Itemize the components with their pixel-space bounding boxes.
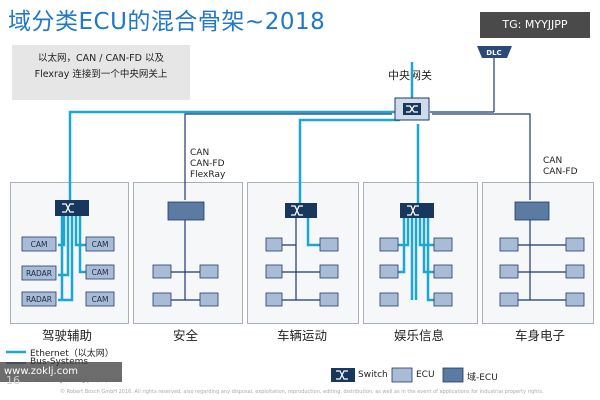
site-watermark: www.zoklj.com xyxy=(0,362,122,382)
bus-links xyxy=(165,113,570,301)
telegram-watermark: TG: MYYJJPP xyxy=(480,12,590,38)
dlc-label: DLC xyxy=(486,49,501,57)
ecu-label: CAM xyxy=(92,268,109,277)
legend-ethernet: Ethernet（以太网） xyxy=(30,349,114,359)
safety-bus-label: CAN CAN-FD FlexRay xyxy=(190,148,225,181)
legend-ecu: ECU xyxy=(416,370,435,380)
adas-ecus: CAM CAM RADAR CAM RADAR CAM xyxy=(21,236,115,307)
ecu-label: CAM xyxy=(92,295,109,304)
chassis-domain-ecus xyxy=(265,203,339,307)
ecu-legend-icon xyxy=(391,367,413,383)
bus-label-line: CAN-FD xyxy=(543,167,578,177)
dlc-connector: DLC xyxy=(477,46,512,58)
domain-label-body: 车身电子 xyxy=(515,328,566,343)
note-line: Flexray 连接到一个中央网关上 xyxy=(34,69,168,80)
body-bus-label: CAN CAN-FD xyxy=(543,156,578,178)
domain-label-infotainment: 娱乐信息 xyxy=(394,328,445,343)
bus-label-line: CAN xyxy=(190,148,210,158)
page-number: 16 xyxy=(6,374,20,387)
body-domain-ecus xyxy=(499,201,585,307)
domain-label-safety: 安全 xyxy=(173,328,199,343)
infotainment-domain-ecus xyxy=(379,203,453,307)
bus-label-line: FlexRay xyxy=(190,170,226,180)
adas-switch xyxy=(55,200,89,216)
legend-domain-ecu: 域-ECU xyxy=(467,373,498,383)
note-box: 以太网，CAN / CAN-FD 以及 Flexray 连接到一个中央网关上 xyxy=(12,45,190,100)
safety-domain-ecus xyxy=(152,201,219,307)
ethernet-links xyxy=(58,62,434,302)
switch-legend-icon xyxy=(331,368,355,382)
ecu-label: RADAR xyxy=(26,269,52,278)
gateway-label: 中央网关 xyxy=(388,69,432,82)
bus-label-line: CAN-FD xyxy=(190,159,225,169)
copyright-footer: © Robert Bosch GmbH 2016. All rights res… xyxy=(60,389,544,395)
legend-switch: Switch xyxy=(358,370,388,380)
legend xyxy=(6,350,464,383)
ecu-label: CAM xyxy=(31,240,48,249)
bosch-footer: Bosch Engineering | 10/10/2016 xyxy=(34,378,123,384)
central-gateway-switch xyxy=(394,97,430,121)
ecu-label: RADAR xyxy=(26,295,52,304)
page-title: 域分类ECU的混合骨架~2018 xyxy=(8,9,326,35)
bus-label-line: CAN xyxy=(543,156,563,166)
domain-label-adas: 驾驶辅助 xyxy=(42,328,93,343)
note-line: 以太网，CAN / CAN-FD 以及 xyxy=(38,53,164,64)
ecu-label: CAM xyxy=(92,240,109,249)
domain-ecu-legend-icon xyxy=(442,367,464,383)
domain-label-chassis: 车辆运动 xyxy=(277,328,328,343)
